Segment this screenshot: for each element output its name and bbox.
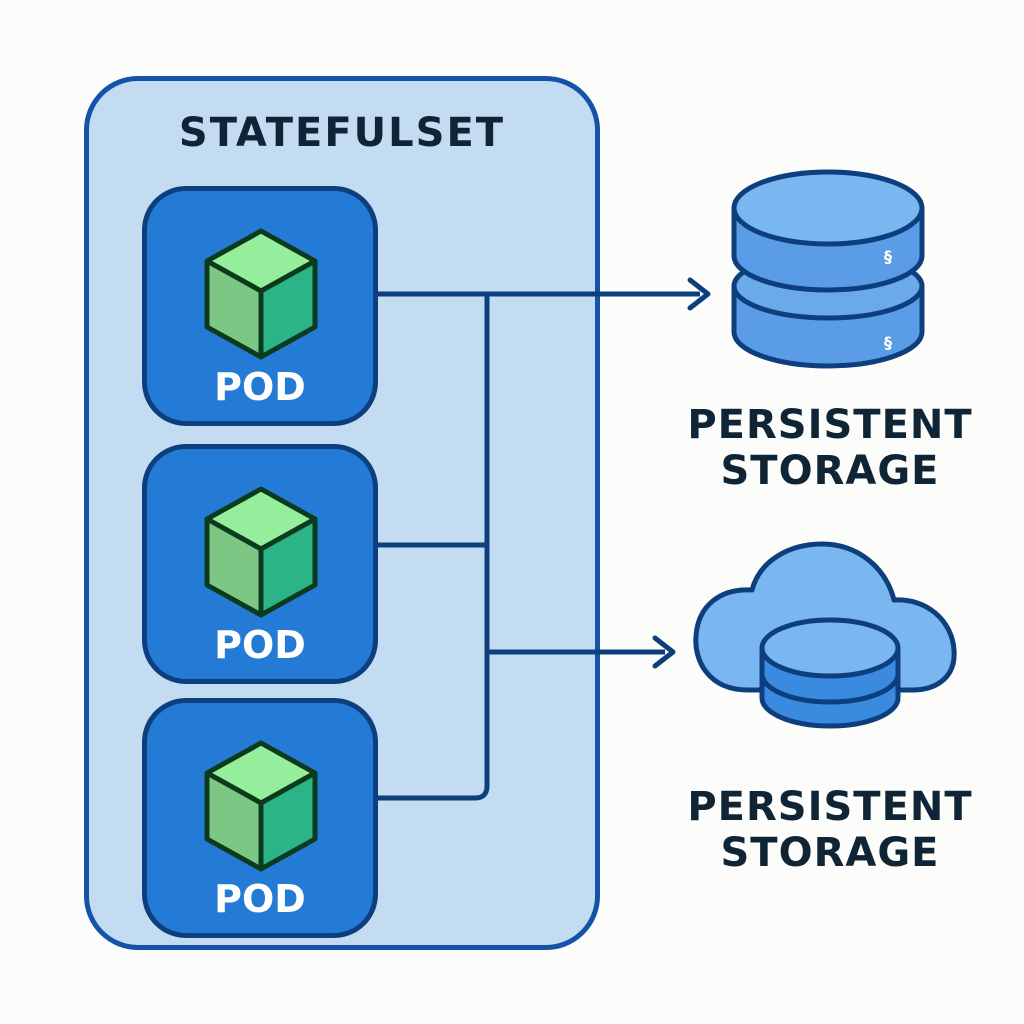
statefulset-title: STATEFULSET bbox=[178, 110, 506, 156]
arrowhead-cloud bbox=[652, 635, 676, 669]
storage-label-line1: PERSISTENT bbox=[687, 784, 973, 830]
cube-icon bbox=[204, 486, 318, 618]
pod-2[interactable]: POD bbox=[142, 444, 378, 684]
storage-label-line1: PERSISTENT bbox=[687, 402, 973, 448]
cloud-database-icon[interactable] bbox=[690, 540, 970, 740]
db-indicator: § bbox=[884, 333, 892, 352]
storage-label-1: PERSISTENT STORAGE bbox=[680, 402, 980, 494]
pod-3[interactable]: POD bbox=[142, 698, 378, 938]
storage-label-line2: STORAGE bbox=[720, 448, 940, 494]
cube-icon bbox=[204, 740, 318, 872]
storage-label-2: PERSISTENT STORAGE bbox=[680, 784, 980, 876]
database-stack-icon[interactable]: § § bbox=[728, 164, 928, 376]
cube-icon bbox=[204, 228, 318, 360]
storage-label-line2: STORAGE bbox=[720, 830, 940, 876]
pod-label: POD bbox=[214, 877, 306, 921]
pod-1[interactable]: POD bbox=[142, 186, 378, 426]
db-indicator: § bbox=[884, 247, 892, 266]
connector-trunk bbox=[376, 294, 490, 801]
arrowhead-database bbox=[687, 277, 711, 311]
pod-label: POD bbox=[214, 623, 306, 667]
pod-label: POD bbox=[214, 365, 306, 409]
